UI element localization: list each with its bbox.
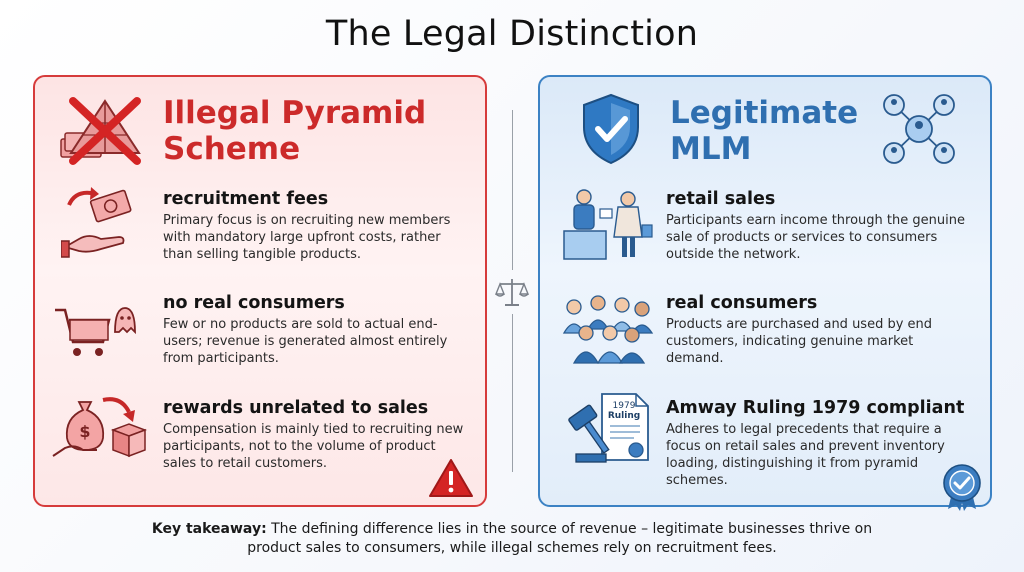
item-title: retail sales	[666, 189, 776, 209]
cart-ghost-icon	[55, 307, 136, 356]
takeaway-text-line2: product sales to consumers, while illega…	[247, 540, 777, 556]
retail-people-icon	[563, 189, 653, 260]
item-description: Few or no products are sold to actual en…	[163, 317, 448, 366]
takeaway-label: Key takeaway:	[151, 521, 267, 537]
illegal-heading-line2: Scheme	[163, 131, 301, 167]
crowd-icon	[562, 295, 654, 364]
document-ruling-label: Ruling	[608, 411, 640, 421]
illegal-heading: Illegal Pyramid Scheme	[163, 95, 426, 167]
item-title: rewards unrelated to sales	[163, 398, 429, 418]
item-description: Participants earn income through the gen…	[666, 213, 965, 262]
document-year-label: 1979	[613, 401, 636, 411]
scales-icon	[495, 279, 529, 306]
warning-icon	[429, 459, 473, 497]
item-title: no real consumers	[163, 293, 345, 313]
legitimate-heading-line2: MLM	[670, 131, 752, 167]
svg-text:$: $	[79, 422, 90, 441]
legitimate-heading-line1: Legitimate	[670, 95, 859, 131]
item-description: Primary focus is on recruiting new membe…	[163, 213, 451, 262]
moneybag-box-icon: $	[52, 397, 147, 458]
legitimate-mlm-panel: Legitimate MLM retail sa	[538, 75, 992, 511]
shield-check-icon	[583, 93, 639, 165]
hand-money-icon	[61, 187, 132, 258]
crossed-pyramid-money-icon	[60, 97, 141, 165]
illegal-item-recruitment-fees: recruitment fees Primary focus is on rec…	[163, 188, 468, 263]
legit-item-amway-ruling: Amway Ruling 1979 compliant Adheres to l…	[666, 397, 971, 489]
item-title: Amway Ruling 1979 compliant	[666, 398, 965, 418]
gavel-document-icon: 1979 Ruling	[568, 393, 649, 463]
approval-badge-icon	[943, 464, 981, 511]
item-description: Products are purchased and used by end c…	[666, 317, 933, 366]
center-divider-top	[512, 110, 513, 270]
illegal-heading-line1: Illegal Pyramid	[163, 95, 427, 131]
key-takeaway: Key takeaway: The defining difference li…	[0, 520, 1024, 558]
network-icon	[883, 94, 955, 164]
takeaway-text-line1: The defining difference lies in the sour…	[266, 521, 873, 537]
item-description: Compensation is mainly tied to recruitin…	[163, 422, 464, 471]
legit-item-retail-sales: retail sales Participants earn income th…	[666, 188, 971, 263]
illegal-pyramid-panel: Illegal Pyramid Scheme recruitment fees …	[33, 75, 487, 507]
legit-item-real-consumers: real consumers Products are purchased an…	[666, 292, 971, 367]
legitimate-heading: Legitimate MLM	[670, 95, 858, 167]
page-title: The Legal Distinction	[325, 14, 699, 54]
center-divider-bottom	[512, 314, 513, 472]
item-title: recruitment fees	[163, 189, 329, 209]
item-description: Adheres to legal precedents that require…	[666, 422, 945, 488]
illegal-item-no-real-consumers: no real consumers Few or no products are…	[163, 292, 468, 367]
item-title: real consumers	[666, 293, 818, 313]
illegal-item-rewards-unrelated: rewards unrelated to sales Compensation …	[163, 397, 468, 472]
